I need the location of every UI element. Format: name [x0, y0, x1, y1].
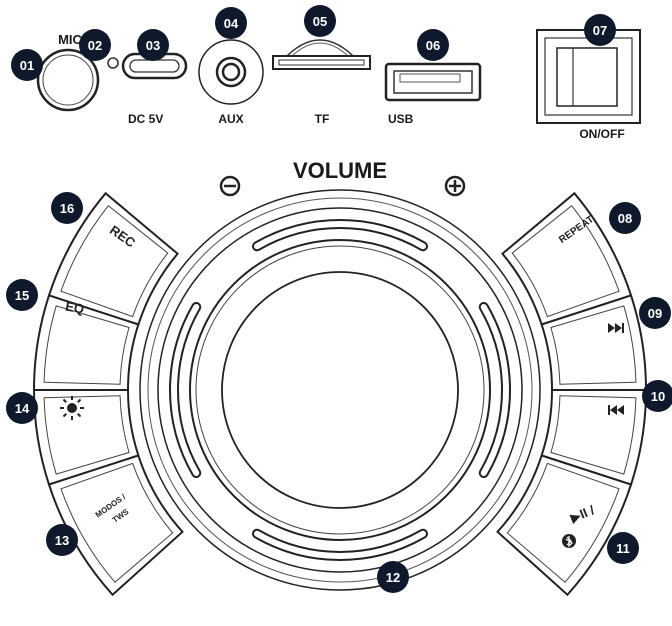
dc-port: DC 5V — [121, 52, 188, 126]
light-icon — [60, 396, 84, 420]
svg-text:16: 16 — [60, 201, 74, 216]
eq-button-bevel — [43, 305, 130, 385]
svg-text:09: 09 — [648, 306, 662, 321]
usb-port-label: USB — [388, 112, 414, 126]
svg-text:10: 10 — [651, 389, 665, 404]
svg-text:08: 08 — [618, 211, 632, 226]
rec-button-bevel — [60, 205, 169, 318]
volume-grip-slots — [169, 219, 511, 561]
light-button-bevel — [43, 395, 130, 475]
badge-10: 10 — [642, 380, 672, 412]
svg-text:11: 11 — [616, 541, 630, 556]
mic-led — [107, 57, 119, 69]
badge-02: 02 — [79, 29, 111, 61]
badge-08: 08 — [609, 202, 641, 234]
svg-text:12: 12 — [386, 570, 400, 585]
badge-09: 09 — [639, 297, 671, 329]
badge-13: 13 — [46, 524, 78, 556]
right-button-arc — [496, 191, 648, 597]
svg-text:03: 03 — [146, 38, 160, 53]
play-pause-button[interactable] — [496, 454, 633, 597]
svg-text:01: 01 — [20, 58, 34, 73]
volume-grip-slot-inner — [254, 530, 426, 559]
badge-05: 05 — [304, 5, 336, 37]
badge-01: 01 — [11, 49, 43, 81]
play-pause-button-bevel — [506, 462, 620, 583]
left-button-arc — [32, 191, 184, 597]
tf-slot-label: TF — [315, 112, 330, 126]
badge-04: 04 — [215, 7, 247, 39]
volume-dial: VOLUME — [139, 158, 541, 591]
svg-text:02: 02 — [88, 38, 102, 53]
badge-12: 12 — [377, 561, 409, 593]
bluetooth-icon — [562, 534, 576, 548]
svg-text:07: 07 — [593, 23, 607, 38]
volume-grip-slot-inner — [254, 221, 426, 250]
svg-text:14: 14 — [15, 401, 30, 416]
volume-grip-slot-inner — [171, 304, 200, 476]
svg-text:04: 04 — [224, 16, 239, 31]
mic-label: MIC — [58, 32, 82, 47]
mic: MIC — [36, 32, 100, 112]
volume-grip-slot-inner — [480, 304, 509, 476]
power-switch: ON/OFF — [536, 29, 641, 141]
repeat-button-bevel — [511, 205, 620, 318]
power-switch-label: ON/OFF — [579, 127, 624, 141]
badge-06: 06 — [417, 29, 449, 61]
badge-16: 16 — [51, 192, 83, 224]
eq-button-label: EQ — [64, 299, 85, 317]
badge-07: 07 — [584, 14, 616, 46]
previous-track-button-bevel — [550, 395, 637, 475]
svg-text:06: 06 — [426, 38, 440, 53]
badge-11: 11 — [607, 532, 639, 564]
previous-track-icon — [608, 405, 624, 415]
dc-port-label: DC 5V — [128, 112, 163, 126]
tf-slot: TF — [272, 39, 371, 126]
next-track-icon — [608, 323, 624, 333]
aux-port: AUX — [198, 39, 264, 126]
volume-minus-icon — [219, 175, 241, 197]
volume-plus-icon — [444, 175, 466, 197]
svg-text:15: 15 — [15, 288, 29, 303]
aux-port-label: AUX — [218, 112, 243, 126]
badge-03: 03 — [137, 29, 169, 61]
modos-tws-button[interactable] — [47, 454, 184, 597]
badge-14: 14 — [6, 392, 38, 424]
svg-text:05: 05 — [313, 14, 327, 29]
usb-port: USB — [384, 62, 482, 126]
badge-15: 15 — [6, 279, 38, 311]
svg-text:13: 13 — [55, 533, 69, 548]
modos-tws-button-bevel — [60, 462, 174, 583]
next-track-button-bevel — [550, 305, 637, 385]
volume-title: VOLUME — [293, 158, 387, 183]
